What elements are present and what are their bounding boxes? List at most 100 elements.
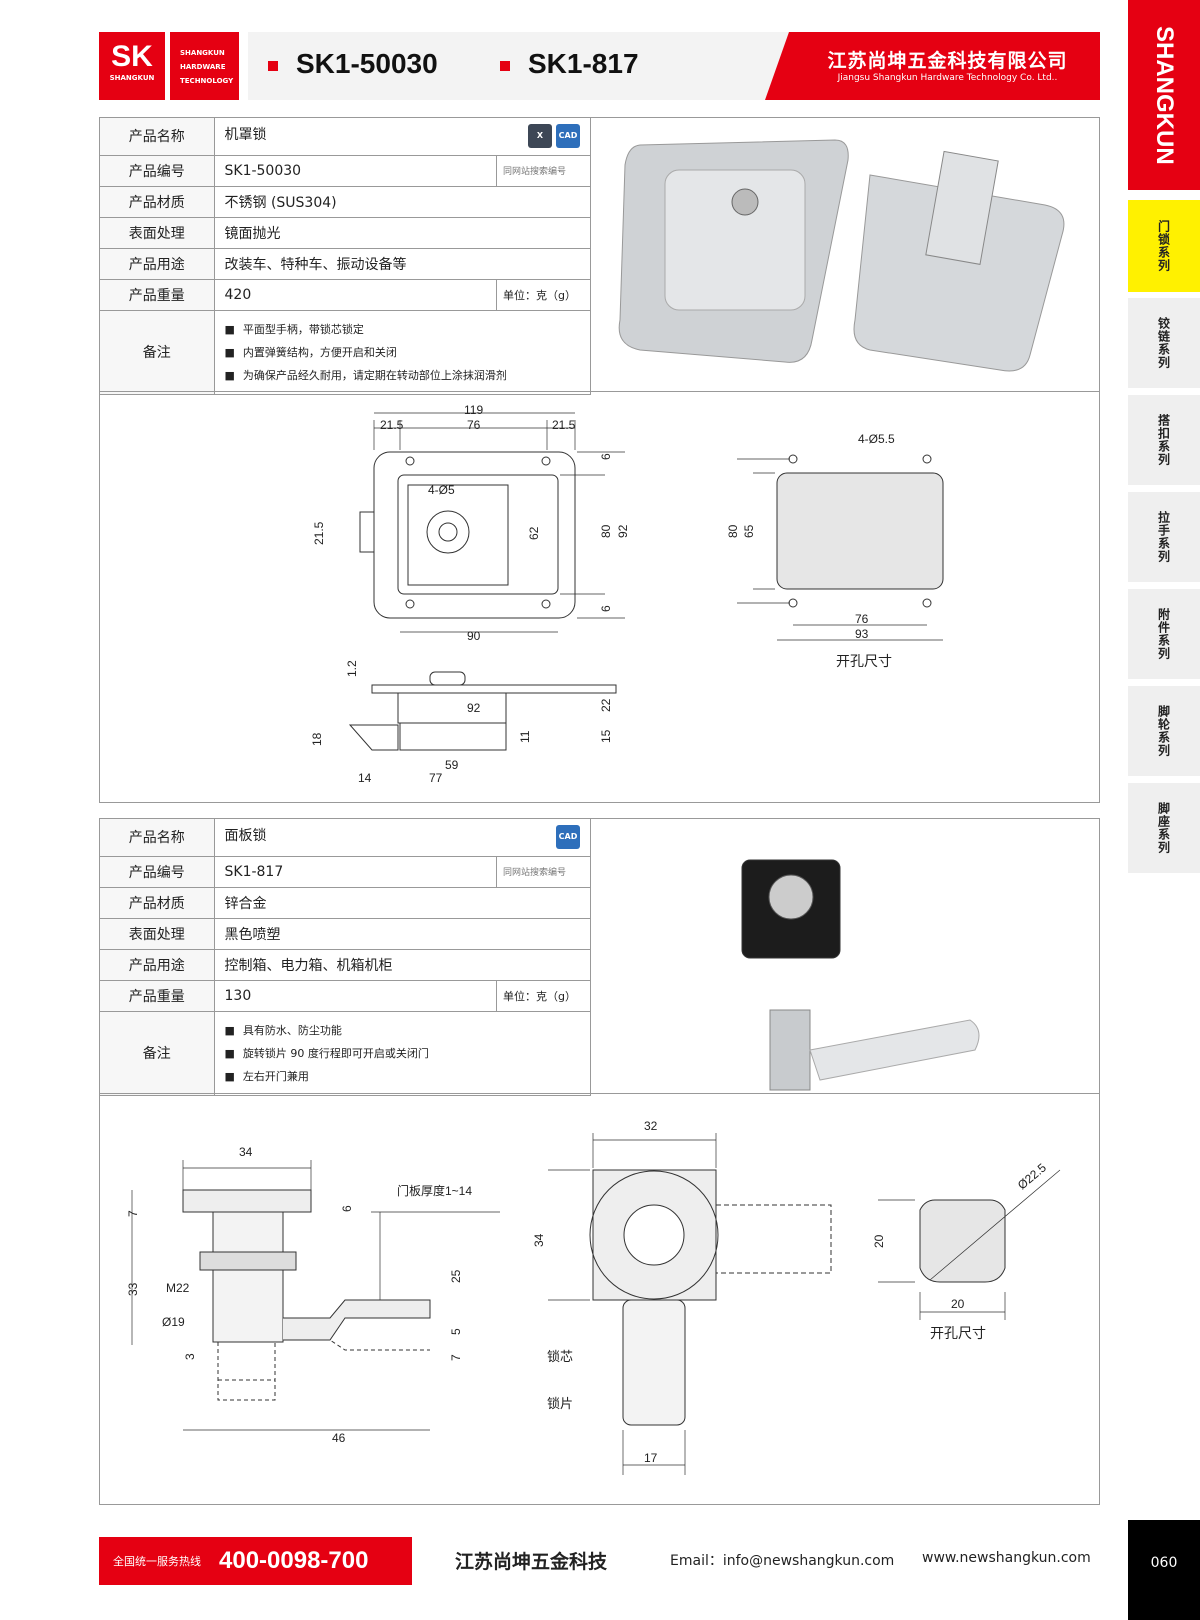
product-photo-panel-lock	[741, 859, 980, 1091]
drawing-hood-lock-cutout	[737, 454, 944, 641]
label-usage: 产品用途	[100, 949, 215, 981]
product-usage: 改装车、特种车、振动设备等	[214, 248, 591, 280]
logo-sub: SHANGKUN	[109, 74, 155, 82]
note-item: 内置弹簧结构，方便开启和关闭	[225, 344, 581, 360]
dim-label: 7	[126, 1210, 140, 1217]
dim-label: 62	[527, 526, 541, 540]
sidebar-item-handles[interactable]: 拉手系列	[1128, 492, 1200, 582]
hotline-label: 全国统一服务热线	[113, 1555, 201, 1568]
dim-label: 80	[726, 524, 740, 538]
dim-label: 22	[599, 698, 613, 712]
header-code: SK1-817	[500, 48, 639, 80]
logo-line: HARDWARE	[180, 63, 226, 71]
note-item: 具有防水、防尘功能	[225, 1022, 581, 1038]
dim-label: 11	[518, 730, 532, 743]
sidebar-item-feet[interactable]: 脚座系列	[1128, 783, 1200, 873]
cad-icon[interactable]: CAD	[556, 124, 580, 149]
dim-label: 锁片	[547, 1396, 573, 1411]
label-name: 产品名称	[100, 819, 215, 857]
dim-label: 34	[239, 1145, 253, 1159]
product-material: 锌合金	[214, 887, 591, 919]
label-usage: 产品用途	[100, 248, 215, 280]
dim-label: 7	[449, 1354, 463, 1361]
dim-label: 90	[467, 629, 481, 643]
dim-label: 1.2	[345, 660, 359, 677]
weight-unit: 单位：克（g）	[496, 980, 591, 1012]
sidebar-item-hasps[interactable]: 搭扣系列	[1128, 395, 1200, 485]
dim-label: 32	[644, 1119, 658, 1133]
footer-website[interactable]: www.newshangkun.com	[922, 1550, 1091, 1566]
label-weight: 产品重量	[100, 279, 215, 311]
weight-unit: 单位：克（g）	[496, 279, 591, 311]
drawing-panel-lock-cutout	[878, 1169, 1061, 1320]
sidebar-item-accessories[interactable]: 附件系列	[1128, 589, 1200, 679]
dim-label: 21.5	[380, 418, 404, 432]
dim-label: 6	[599, 453, 613, 460]
note-item: 为确保产品经久耐用，请定期在转动部位上涂抹润滑剂	[225, 367, 581, 383]
dim-label: 21.5	[552, 418, 576, 432]
product-photo-hood-lock	[618, 139, 1065, 372]
sidebar-item-casters[interactable]: 脚轮系列	[1128, 686, 1200, 776]
label-code: 产品编号	[100, 856, 215, 888]
note-item: 平面型手柄，带锁芯锁定	[225, 321, 581, 337]
label-weight: 产品重量	[100, 980, 215, 1012]
product-usage: 控制箱、电力箱、机箱机柜	[214, 949, 591, 981]
drawing-panel-lock-side	[131, 1160, 500, 1431]
drawing-hood-lock-side	[348, 671, 617, 751]
product-code: SK1-817	[214, 856, 497, 888]
dim-label: 119	[464, 403, 483, 417]
label-notes: 备注	[100, 310, 215, 395]
dim-label: 6	[599, 605, 613, 612]
dim-label: 77	[429, 771, 443, 785]
label-surface: 表面处理	[100, 918, 215, 950]
footer-company: 江苏尚坤五金科技	[455, 1551, 608, 1573]
note-item: 左右开门兼用	[225, 1068, 581, 1084]
code-text: SK1-50030	[296, 48, 438, 79]
dim-label: 门板厚度1~14	[397, 1183, 472, 1198]
product-material: 不锈钢 (SUS304)	[214, 186, 591, 218]
dim-label: 93	[855, 627, 869, 641]
dim-label: 6	[340, 1205, 354, 1212]
notes-list: 平面型手柄，带锁芯锁定内置弹簧结构，方便开启和关闭为确保产品经久耐用，请定期在转…	[214, 310, 591, 395]
product-weight: 420	[214, 279, 497, 311]
x-icon[interactable]: X	[528, 124, 552, 149]
logo-mark: SK	[111, 40, 153, 73]
drawing-panel-lock-front	[548, 1133, 832, 1475]
dim-label: 17	[644, 1451, 658, 1465]
header-code: SK1-50030	[268, 48, 438, 80]
dim-label: 21.5	[312, 521, 326, 545]
sidebar-item-hinges[interactable]: 铰链系列	[1128, 298, 1200, 388]
label-notes: 备注	[100, 1011, 215, 1096]
footer-email[interactable]: Email：info@newshangkun.com	[670, 1553, 895, 1569]
search-hint: 同网站搜索编号	[496, 856, 591, 888]
dim-label: 4-Ø5.5	[858, 432, 895, 446]
dim-label: 46	[332, 1431, 346, 1445]
cutout-label: 开孔尺寸	[836, 653, 892, 669]
dim-label: 76	[467, 418, 481, 432]
dim-label: 5	[449, 1328, 463, 1335]
dim-label: 20	[872, 1234, 886, 1248]
product-name: 机罩锁	[224, 127, 267, 144]
product-weight: 130	[214, 980, 497, 1012]
dim-label: 25	[449, 1269, 463, 1283]
dim-label: 15	[599, 729, 613, 743]
label-name: 产品名称	[100, 118, 215, 156]
company-en: Jiangsu Shangkun Hardware Technology Co.…	[837, 73, 1058, 83]
company-cn: 江苏尚坤五金科技有限公司	[827, 50, 1068, 72]
dim-label: Ø19	[162, 1315, 185, 1329]
dim-label: 59	[445, 758, 459, 772]
dim-label: 65	[742, 524, 756, 538]
dim-label: 33	[126, 1282, 140, 1296]
label-material: 产品材质	[100, 186, 215, 218]
sidebar-item-door-locks[interactable]: 门锁系列	[1128, 200, 1200, 292]
product-surface: 镜面抛光	[214, 217, 591, 249]
dim-label: 18	[310, 732, 324, 746]
dim-label: 92	[616, 524, 630, 538]
search-hint: 同网站搜索编号	[496, 155, 591, 187]
hotline-number[interactable]: 400-0098-700	[219, 1547, 369, 1574]
cad-icon[interactable]: CAD	[556, 825, 580, 850]
